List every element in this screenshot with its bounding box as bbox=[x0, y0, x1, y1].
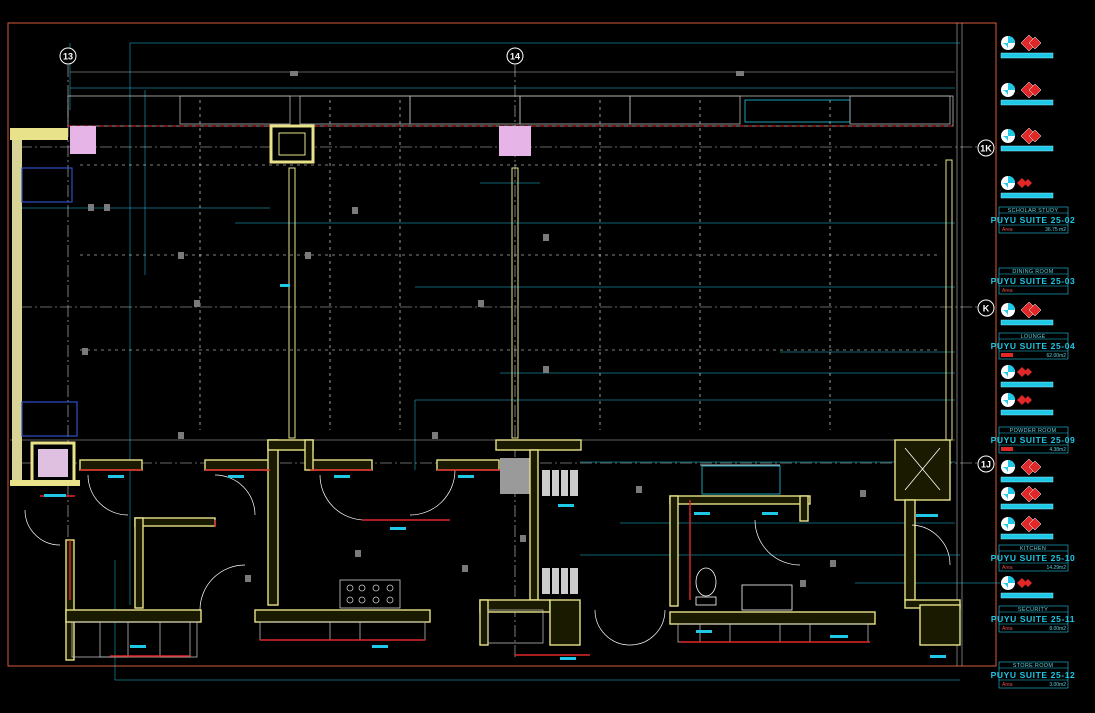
svg-text:4.38m2: 4.38m2 bbox=[1049, 447, 1066, 453]
svg-text:POWDER ROOM: POWDER ROOM bbox=[1010, 428, 1057, 434]
svg-text:Area: Area bbox=[1002, 227, 1013, 233]
svg-text:SCHOLAR STUDY: SCHOLAR STUDY bbox=[1008, 208, 1059, 214]
svg-text:SECURITY: SECURITY bbox=[1018, 607, 1048, 613]
svg-text:14: 14 bbox=[510, 52, 520, 62]
sprinkler-detector-icon bbox=[1000, 301, 1054, 326]
room-label-dining-room: DINING ROOM PUYU SUITE 25-03 Area bbox=[991, 267, 1076, 295]
svg-text:13: 13 bbox=[63, 52, 73, 62]
left-exterior-wall bbox=[10, 128, 80, 486]
smoke-detector-icon bbox=[1000, 365, 1054, 388]
shaft bbox=[904, 447, 941, 491]
room-label-lounge: LOUNGE PUYU SUITE 25-04 62.00m2 bbox=[991, 332, 1076, 360]
annotation-tags bbox=[82, 71, 866, 587]
smoke-detector-icon bbox=[1000, 576, 1054, 599]
svg-text:LOUNGE: LOUNGE bbox=[1020, 334, 1045, 340]
svg-text:Area: Area bbox=[1002, 288, 1013, 294]
svg-text:K: K bbox=[983, 304, 990, 314]
teal-tags bbox=[44, 284, 946, 660]
smoke-detector-icon bbox=[1000, 393, 1054, 416]
legend-symbols bbox=[1000, 34, 1054, 599]
sprinkler-detector-icon bbox=[1000, 515, 1054, 540]
svg-text:1J: 1J bbox=[981, 460, 991, 470]
svg-text:Area: Area bbox=[1002, 626, 1013, 632]
svg-text:14.29m2: 14.29m2 bbox=[1047, 565, 1067, 571]
svg-text:62.00m2: 62.00m2 bbox=[1047, 353, 1067, 359]
structural-columns bbox=[30, 124, 532, 494]
sprinkler-detector-icon bbox=[1000, 458, 1054, 483]
svg-text:PUYU SUITE 25-12: PUYU SUITE 25-12 bbox=[991, 670, 1076, 680]
room-label-security: SECURITY PUYU SUITE 25-11 Area 8.00m2 bbox=[991, 605, 1075, 633]
smoke-detector-icon bbox=[1000, 176, 1054, 199]
sprinkler-detector-icon bbox=[1000, 81, 1054, 106]
svg-text:STORE ROOM: STORE ROOM bbox=[1013, 663, 1054, 669]
sprinkler-detector-icon bbox=[1000, 127, 1054, 152]
room-label-scholar-study: SCHOLAR STUDY PUYU SUITE 25-02 Area 36.7… bbox=[991, 206, 1076, 234]
powder-room-fixtures bbox=[695, 464, 793, 611]
svg-text:1K: 1K bbox=[980, 144, 992, 154]
door-leaves bbox=[40, 469, 870, 657]
drawing-border bbox=[7, 22, 997, 667]
grid-bubble-13: 13 bbox=[59, 47, 77, 65]
sprinkler-detector-icon bbox=[1000, 485, 1054, 510]
svg-text:PUYU SUITE 25-03: PUYU SUITE 25-03 bbox=[991, 276, 1076, 286]
svg-text:KITCHEN: KITCHEN bbox=[1020, 546, 1046, 552]
svg-text:Area: Area bbox=[1002, 682, 1013, 688]
svg-text:DINING ROOM: DINING ROOM bbox=[1012, 269, 1053, 275]
svg-text:PUYU SUITE 25-09: PUYU SUITE 25-09 bbox=[991, 435, 1076, 445]
room-label-kitchen: KITCHEN PUYU SUITE 25-10 Area 14.29m2 bbox=[991, 544, 1076, 572]
svg-text:Area: Area bbox=[1002, 565, 1013, 571]
grid-bubble-K: K bbox=[977, 299, 995, 317]
svg-text:PUYU SUITE 25-10: PUYU SUITE 25-10 bbox=[991, 553, 1076, 563]
room-label-powder-room: POWDER ROOM PUYU SUITE 25-09 4.38m2 bbox=[991, 426, 1076, 454]
kitchen-hob bbox=[339, 579, 401, 609]
svg-text:PUYU SUITE 25-04: PUYU SUITE 25-04 bbox=[991, 341, 1076, 351]
grid-bubble-1K: 1K bbox=[977, 139, 995, 157]
dimension-lines bbox=[10, 42, 1000, 681]
svg-text:PUYU SUITE 25-02: PUYU SUITE 25-02 bbox=[991, 215, 1076, 225]
svg-text:PUYU SUITE 25-11: PUYU SUITE 25-11 bbox=[991, 614, 1075, 624]
svg-text:8.00m2: 8.00m2 bbox=[1049, 626, 1066, 632]
grid-bubble-1J: 1J bbox=[977, 455, 995, 473]
room-label-store-room: STORE ROOM PUYU SUITE 25-12 Area 3.00m2 bbox=[991, 661, 1076, 689]
svg-text:3.00m2: 3.00m2 bbox=[1049, 682, 1066, 688]
interior-walls bbox=[65, 439, 961, 661]
grid-bubble-14: 14 bbox=[506, 47, 524, 65]
sprinkler-detector-icon bbox=[1000, 34, 1054, 59]
door-swings bbox=[24, 469, 951, 646]
svg-text:36.75 m2: 36.75 m2 bbox=[1045, 227, 1066, 233]
